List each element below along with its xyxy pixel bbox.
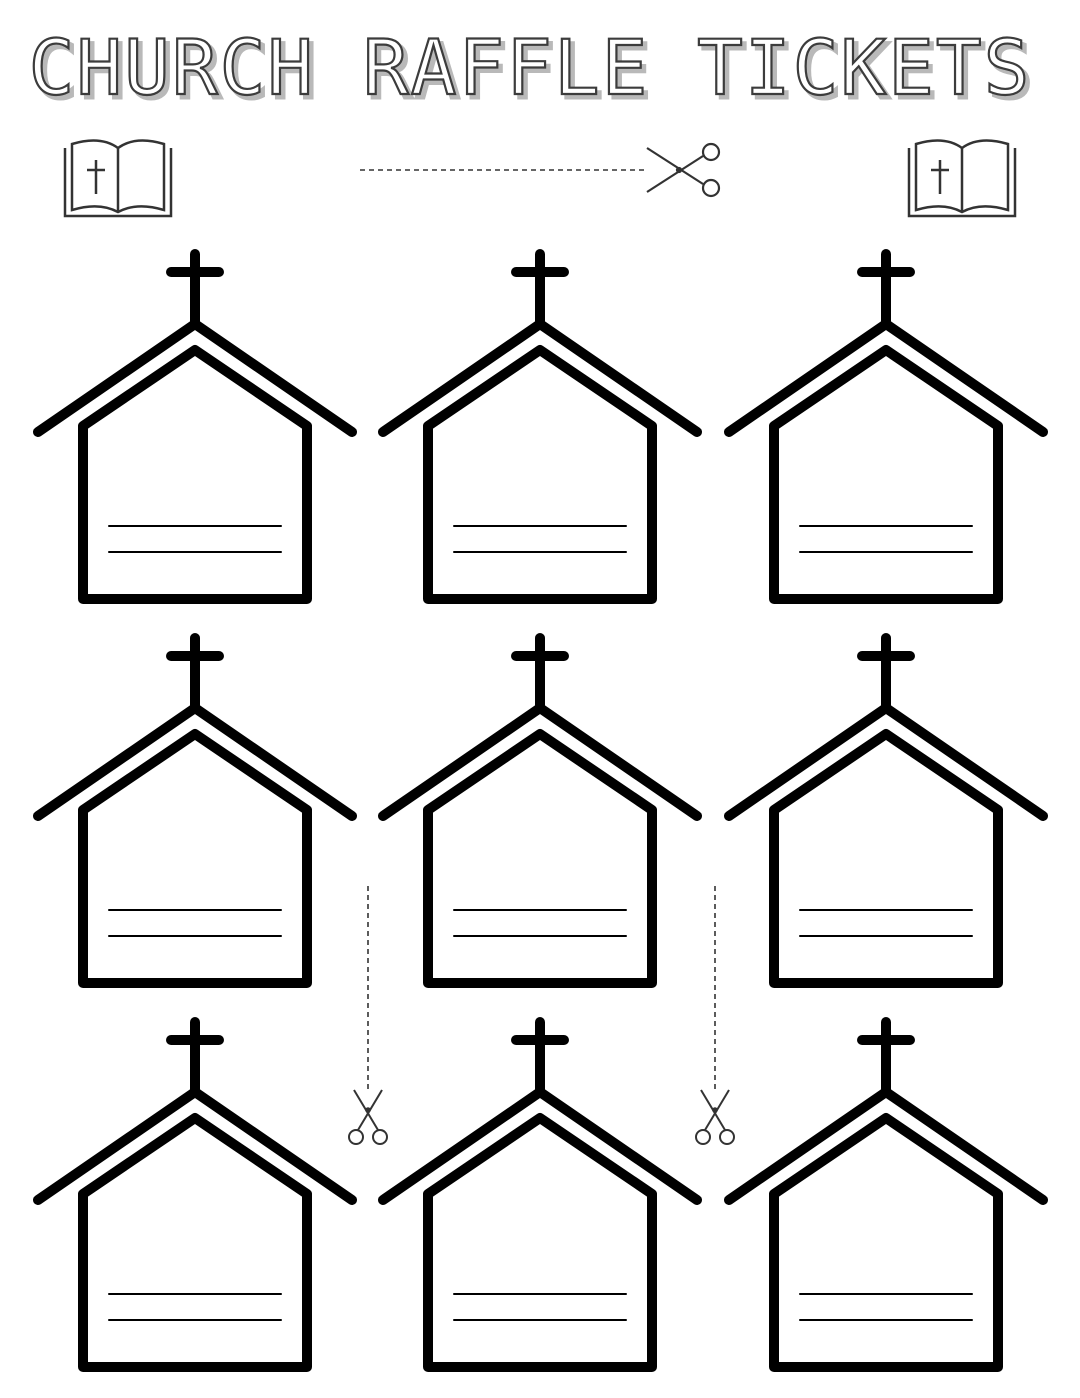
ticket-body — [769, 729, 1003, 988]
ticket-body — [78, 345, 312, 604]
cut-line-vertical — [714, 886, 716, 1092]
raffle-ticket — [378, 1017, 702, 1372]
scissors-icon — [348, 1089, 388, 1145]
roof-line — [33, 703, 357, 821]
raffle-ticket — [33, 249, 357, 604]
bible-icon — [907, 139, 1017, 218]
cut-line-vertical — [367, 886, 369, 1092]
raffle-ticket — [378, 249, 702, 604]
ticket-body — [423, 1113, 657, 1372]
roof-line — [378, 703, 702, 821]
roof-line — [724, 319, 1048, 437]
roof-line — [724, 703, 1048, 821]
roof-line — [378, 1087, 702, 1205]
scissors-icon — [695, 1089, 735, 1145]
roof-line — [33, 319, 357, 437]
ticket-body — [78, 1113, 312, 1372]
cut-line-horizontal — [360, 169, 646, 171]
roof-line — [378, 319, 702, 437]
ticket-body — [769, 345, 1003, 604]
ticket-body — [78, 729, 312, 988]
raffle-ticket — [33, 1017, 357, 1372]
raffle-ticket — [724, 1017, 1048, 1372]
scissors-icon — [646, 142, 721, 198]
ticket-body — [423, 729, 657, 988]
title-text: CHURCH RAFFLE TICKETS — [29, 23, 1032, 112]
ticket-body — [769, 1113, 1003, 1372]
bible-icon — [63, 139, 173, 218]
raffle-ticket — [724, 633, 1048, 988]
raffle-ticket — [378, 633, 702, 988]
roof-line — [33, 1087, 357, 1205]
raffle-ticket — [724, 249, 1048, 604]
roof-line — [724, 1087, 1048, 1205]
ticket-body — [423, 345, 657, 604]
page-title: CHURCH RAFFLE TICKETS CHURCH RAFFLE TICK… — [0, 18, 1080, 118]
raffle-ticket — [33, 633, 357, 988]
title-shadow: CHURCH RAFFLE TICKETS — [33, 27, 1036, 116]
